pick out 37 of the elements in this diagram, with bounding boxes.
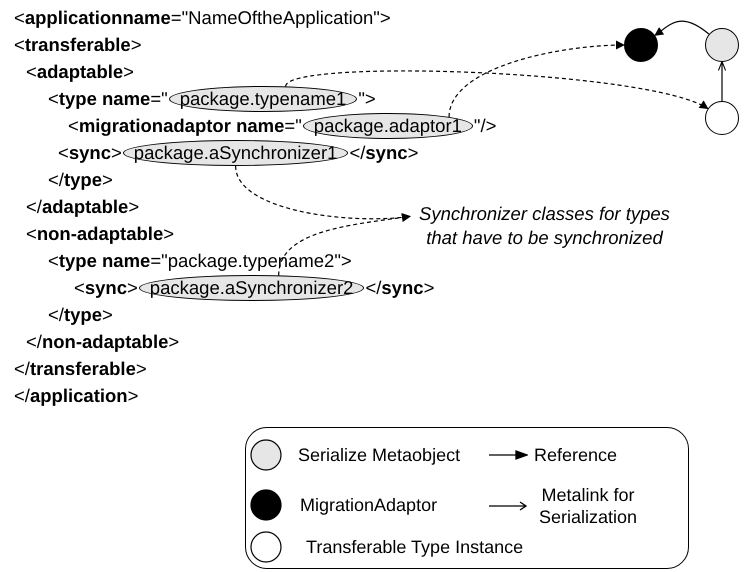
code-text: <non-adaptable> (26, 223, 174, 245)
legend-text: Reference (534, 444, 618, 466)
highlight-ellipse: package.aSynchronizer2 (138, 275, 364, 301)
dashed-arrow (285, 70, 709, 110)
annotation-text: Synchronizer classes for types that have to be synchronized (412, 202, 677, 250)
hollow-circle (705, 101, 739, 135)
code-text: "/> (474, 115, 496, 137)
code-text: </sync> (365, 277, 434, 299)
code-text: <type name="package.typename2"> (48, 250, 352, 272)
code-text: <type name=" (48, 88, 168, 110)
arrow (718, 61, 726, 101)
dashed-arrow (448, 40, 625, 118)
highlight-ellipse: package.typename1 (168, 86, 358, 112)
code-text: <sync> (74, 277, 138, 299)
legend-text: MigrationAdaptor (300, 494, 438, 516)
code-text: </application> (14, 385, 138, 407)
code-text: <migrationadaptor name=" (68, 115, 302, 137)
filled-circle (624, 28, 658, 62)
code-text: </type> (48, 169, 113, 191)
legend-text: Serialize Metaobject (298, 444, 460, 466)
code-text: </adaptable> (26, 196, 140, 218)
code-text: </sync> (349, 142, 418, 164)
code-text: <applicationname="NameOftheApplication"> (14, 7, 391, 29)
dashed-arrow (278, 213, 411, 276)
shaded-circle (705, 28, 739, 62)
highlight-ellipse: package.adaptor1 (302, 113, 473, 139)
code-text: </non-adaptable> (26, 331, 180, 353)
code-text: <sync> (58, 142, 122, 164)
code-text: </transferable> (14, 358, 147, 380)
code-text: </type> (48, 304, 113, 326)
highlight-ellipse: package.aSynchronizer1 (122, 140, 348, 166)
code-text: <adaptable> (26, 61, 134, 83)
legend-text: Metalink for Serialization (538, 484, 638, 528)
code-text: <transferable> (14, 34, 142, 56)
legend-text: Transferable Type Instance (306, 536, 524, 558)
arrow (654, 20, 710, 36)
code-text: "> (358, 88, 376, 110)
